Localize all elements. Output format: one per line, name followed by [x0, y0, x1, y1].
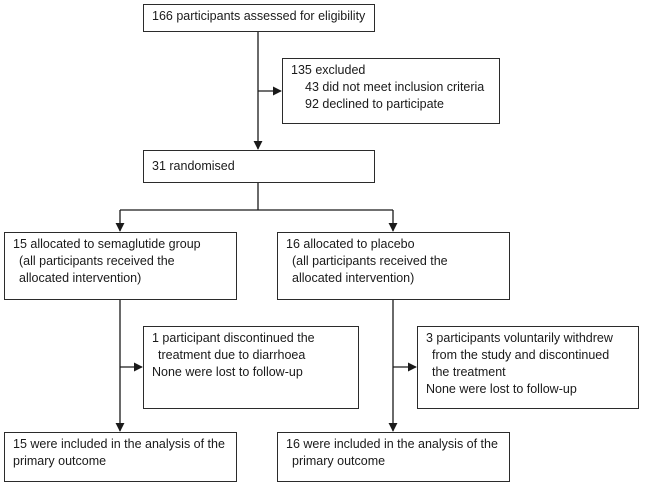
excluded-declined: 92 declined to participate — [305, 97, 444, 111]
eligibility-text: 166 participants assessed for eligibilit… — [152, 9, 366, 23]
excluded-criteria: 43 did not meet inclusion criteria — [305, 80, 485, 94]
placebo-analysis-line-2: primary outcome — [292, 454, 386, 468]
placebo-allocation-title: 16 allocated to placebo — [286, 237, 415, 251]
excluded-total: 135 excluded — [291, 63, 366, 77]
semaglutide-analysis-line-2: primary outcome — [13, 454, 107, 468]
semaglutide-followup-line-1: 1 participant discontinued the — [152, 331, 315, 345]
semaglutide-allocation-box: 15 allocated to semaglutide group (all p… — [4, 232, 237, 300]
semaglutide-followup-line-2: treatment due to diarrhoea — [158, 348, 306, 362]
eligibility-box: 166 participants assessed for eligibilit… — [143, 4, 375, 32]
placebo-allocation-box: 16 allocated to placebo (all participant… — [277, 232, 510, 300]
placebo-followup-line-1: 3 participants voluntarily withdrew — [426, 331, 613, 345]
excluded-box: 135 excluded 43 did not meet inclusion c… — [282, 58, 500, 124]
placebo-allocation-note-1: (all participants received the — [292, 254, 448, 268]
semaglutide-allocation-note-1: (all participants received the — [19, 254, 175, 268]
semaglutide-followup-box: 1 participant discontinued the treatment… — [143, 326, 359, 409]
placebo-analysis-box: 16 were included in the analysis of the … — [277, 432, 510, 482]
placebo-followup-box: 3 participants voluntarily withdrew from… — [417, 326, 639, 409]
randomised-box: 31 randomised — [143, 150, 375, 183]
placebo-followup-line-4: None were lost to follow-up — [426, 382, 577, 396]
semaglutide-analysis-line-1: 15 were included in the analysis of the — [13, 437, 225, 451]
semaglutide-followup-line-3: None were lost to follow-up — [152, 365, 303, 379]
placebo-analysis-line-1: 16 were included in the analysis of the — [286, 437, 498, 451]
semaglutide-allocation-title: 15 allocated to semaglutide group — [13, 237, 201, 251]
placebo-followup-line-2: from the study and discontinued — [432, 348, 610, 362]
placebo-followup-line-3: the treatment — [432, 365, 506, 379]
semaglutide-allocation-note-2: allocated intervention) — [19, 271, 142, 285]
semaglutide-analysis-box: 15 were included in the analysis of the … — [4, 432, 237, 482]
placebo-allocation-note-2: allocated intervention) — [292, 271, 415, 285]
randomised-text: 31 randomised — [152, 159, 235, 173]
